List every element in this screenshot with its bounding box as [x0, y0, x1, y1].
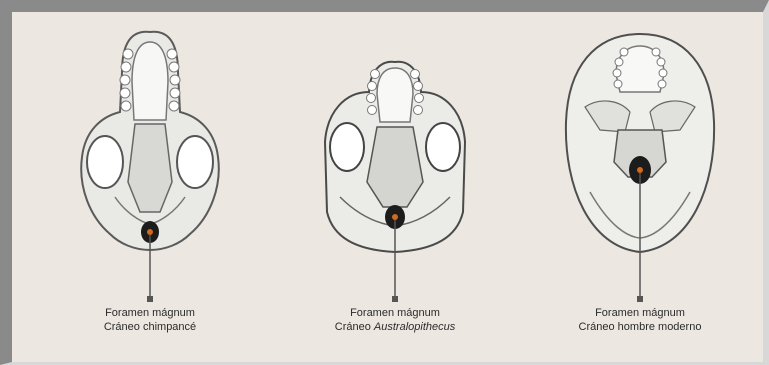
foramen-marker: [147, 229, 153, 235]
caption-line-2: Cráneo chimpancé: [50, 320, 250, 334]
caption-line-1: Foramen mágnum: [50, 306, 250, 320]
caption-line-2: Cráneo hombre moderno: [540, 320, 740, 334]
pointer-end: [392, 296, 398, 302]
panel-australopithecus: Foramen mágnum Cráneo Australopithecus: [295, 12, 495, 362]
caption-line-1: Foramen mágnum: [295, 306, 495, 320]
caption-australopithecus: Foramen mágnum Cráneo Australopithecus: [295, 306, 495, 334]
palate: [377, 68, 413, 122]
palate: [132, 42, 168, 120]
caption-modern-human: Foramen mágnum Cráneo hombre moderno: [540, 306, 740, 334]
caption-chimpanzee: Foramen mágnum Cráneo chimpancé: [50, 306, 250, 334]
pointer-end: [147, 296, 153, 302]
foramen-marker: [637, 167, 643, 173]
panel-modern-human: Foramen mágnum Cráneo hombre moderno: [540, 12, 740, 362]
pointer-end: [637, 296, 643, 302]
foramen-marker: [392, 214, 398, 220]
caption-line-1: Foramen mágnum: [540, 306, 740, 320]
panel-chimpanzee: Foramen mágnum Cráneo chimpancé: [50, 12, 250, 362]
caption-line-2: Cráneo Australopithecus: [295, 320, 495, 334]
